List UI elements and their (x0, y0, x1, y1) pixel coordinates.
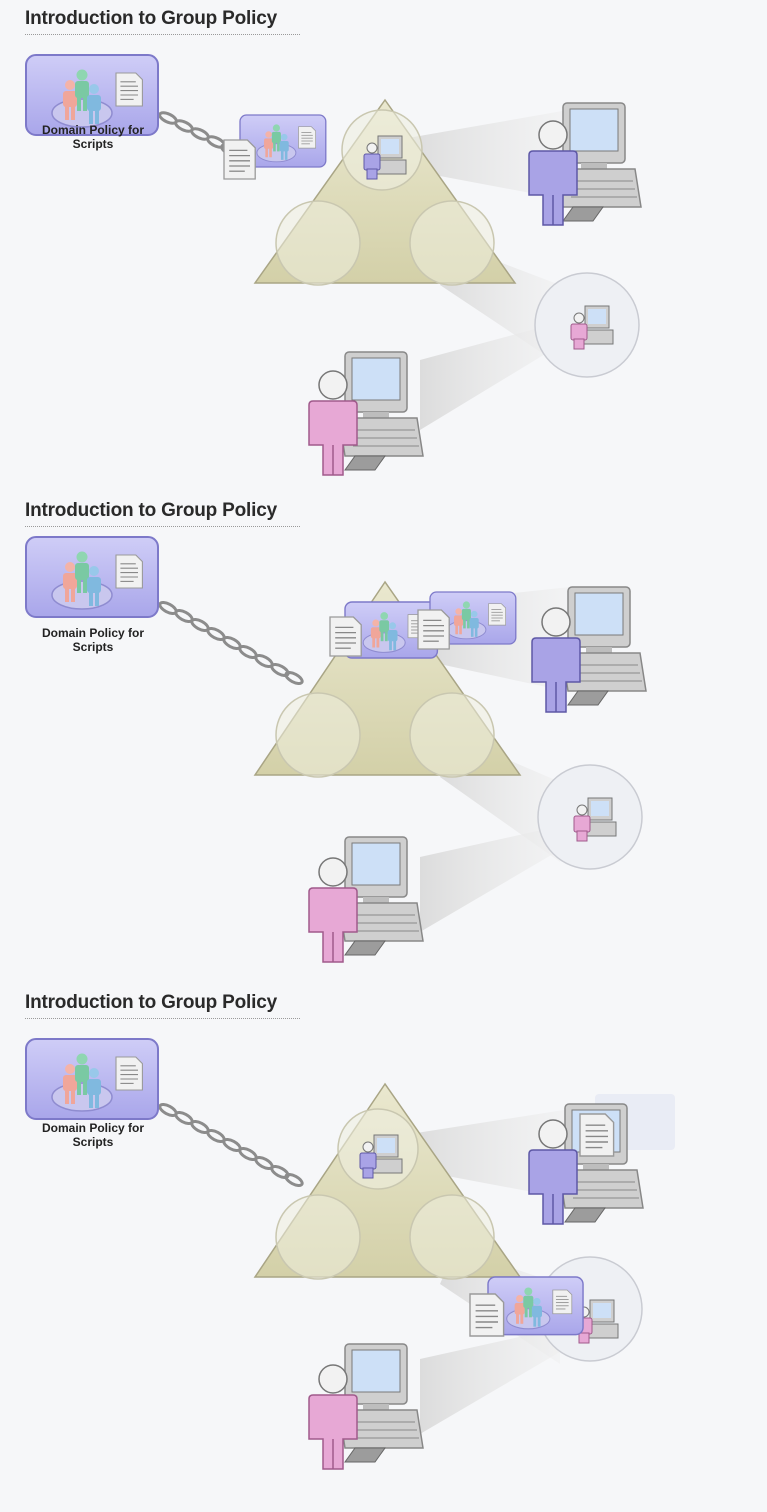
frame-3: Introduction to Group Policy Domain Poli… (0, 984, 767, 1512)
policy-document-2 (469, 1293, 505, 1337)
title-underline (25, 526, 300, 527)
frame-2-diagram (0, 492, 647, 963)
policy-document (223, 139, 256, 180)
ou-circle-right (409, 692, 495, 778)
title-underline (25, 1018, 300, 1019)
ou-circle-right (409, 1194, 495, 1280)
gpo-label: Domain Policy for Scripts (18, 1121, 168, 1149)
beam-to-pink-user (420, 1329, 565, 1434)
beam-to-pink-user (420, 827, 565, 932)
policy-document (329, 616, 362, 657)
frame-1-diagram (0, 0, 642, 476)
gpo-label: Domain Policy for Scripts (18, 123, 168, 151)
gpo-card (26, 537, 158, 617)
gpo-label: Domain Policy for Scripts (18, 626, 168, 654)
beam-to-pink-user (420, 325, 560, 430)
link-chain (156, 1100, 306, 1190)
ou-circle-right (409, 200, 495, 286)
ou-circle-left (275, 200, 361, 286)
gpo-label-line-2: Scripts (72, 1135, 114, 1149)
frame-title: Introduction to Group Policy (25, 8, 277, 29)
gpo-label-line-1: Domain Policy for (41, 1121, 145, 1135)
ou-circle-left (275, 1194, 361, 1280)
gpo-card (26, 1039, 158, 1119)
ou-circle-left (275, 692, 361, 778)
frame-2: Introduction to Group Policy Domain Poli… (0, 492, 767, 984)
gpo-label-line-2: Scripts (72, 137, 114, 151)
gpo-label-line-1: Domain Policy for (41, 123, 145, 137)
frame-title: Introduction to Group Policy (25, 500, 277, 521)
gpo-label-line-1: Domain Policy for (41, 626, 145, 640)
frame-title: Introduction to Group Policy (25, 992, 277, 1013)
title-underline (25, 34, 300, 35)
frame-3-diagram (0, 984, 675, 1470)
link-chain (156, 598, 306, 688)
gpo-label-line-2: Scripts (72, 640, 114, 654)
frame-1: Introduction to Group Policy Domain Poli… (0, 0, 767, 492)
beam-to-blue-user (408, 110, 568, 200)
policy-document (579, 1113, 615, 1157)
policy-document-2 (417, 609, 450, 650)
